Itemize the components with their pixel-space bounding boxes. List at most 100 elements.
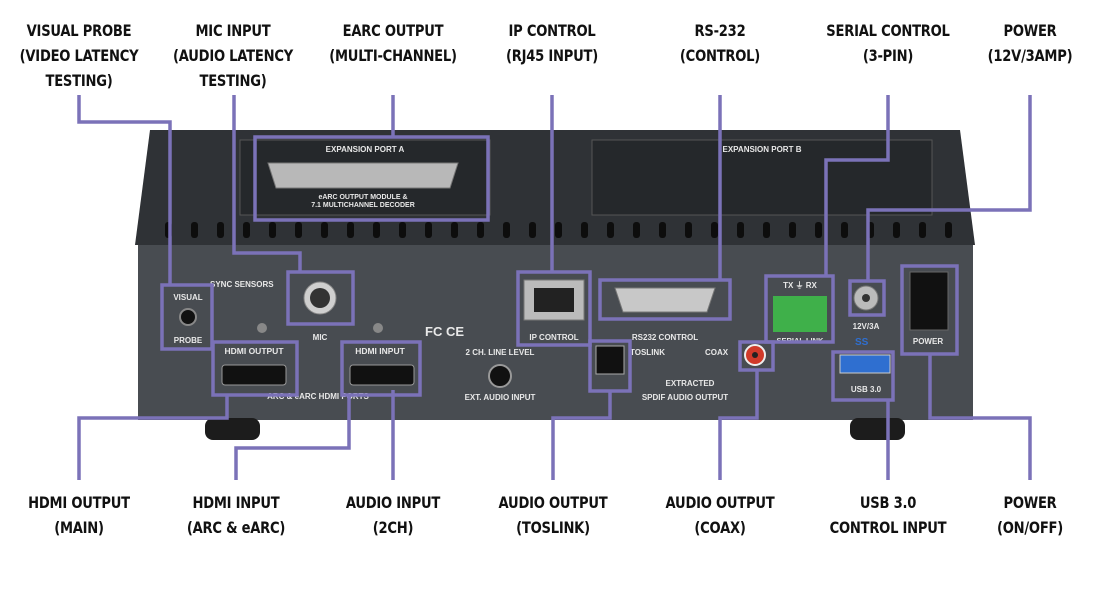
screw — [257, 323, 267, 333]
ip-control-text: IP CONTROL — [529, 333, 578, 342]
screw — [373, 323, 383, 333]
vent-slot — [607, 222, 614, 238]
visual-probe-jack — [179, 308, 197, 326]
vent-slot — [243, 222, 250, 238]
vent-slot — [347, 222, 354, 238]
foot-right — [850, 418, 905, 440]
ext-audio-text: EXT. AUDIO INPUT — [465, 393, 536, 402]
earc-module-text-1: eARC OUTPUT MODULE & — [318, 194, 407, 201]
label-line: (RJ45 INPUT) — [506, 46, 598, 65]
dc-text: 12V/3A — [853, 322, 880, 331]
label-mic-input: MIC INPUT (AUDIO LATENCY TESTING) — [172, 18, 295, 93]
label-line: TESTING) — [199, 71, 267, 90]
label-power-top: POWER (12V/3AMP) — [981, 18, 1079, 68]
label-ip-control: IP CONTROL (RJ45 INPUT) — [491, 18, 614, 68]
rs232-text: RS232 CONTROL — [632, 333, 698, 342]
hdmi-input-text: HDMI INPUT — [355, 346, 405, 356]
label-line: IP CONTROL — [508, 21, 596, 40]
vent-slot — [945, 222, 952, 238]
ext-audio-jack — [488, 364, 512, 388]
label-line: CONTROL INPUT — [829, 518, 947, 537]
toslink-text: TOSLINK — [630, 348, 665, 357]
label-line: (3-PIN) — [862, 46, 914, 65]
label-line: (ON/OFF) — [996, 518, 1064, 537]
vent-slot — [425, 222, 432, 238]
tx-rx-text: TX ⏚ RX — [783, 281, 817, 290]
dc-pin — [862, 294, 870, 302]
power-text: POWER — [913, 337, 943, 346]
label-line: RS-232 — [694, 21, 746, 40]
label-line: VISUAL PROBE — [26, 21, 132, 40]
mic-jack-inner — [310, 288, 330, 308]
vent-slot — [841, 222, 848, 238]
db25-connector — [267, 162, 459, 189]
label-audio-output-coax: AUDIO OUTPUT (COAX) — [659, 490, 782, 540]
vent-slots — [165, 222, 952, 238]
hdmi-output-text: HDMI OUTPUT — [224, 346, 284, 356]
label-line: USB 3.0 — [859, 493, 917, 512]
label-line: AUDIO OUTPUT — [498, 493, 608, 512]
toslink-port — [595, 345, 625, 375]
serial-terminal-block — [773, 296, 827, 332]
label-rs232: RS-232 (CONTROL) — [659, 18, 782, 68]
extracted-text: EXTRACTED — [666, 379, 715, 388]
expansion-b-text: EXPANSION PORT B — [723, 145, 802, 154]
label-line: (MULTI-CHANNEL) — [329, 46, 457, 65]
label-line: (ARC & eARC) — [186, 518, 286, 537]
label-line: AUDIO INPUT — [345, 493, 441, 512]
vent-slot — [399, 222, 406, 238]
label-line: HDMI INPUT — [192, 493, 280, 512]
earc-module-text-2: 7.1 MULTICHANNEL DECODER — [311, 202, 415, 209]
cert-marks: FC CE — [425, 324, 464, 339]
label-line: (2CH) — [372, 518, 414, 537]
hdmi-ports-text: ARC & eARC HDMI PORTS — [267, 392, 369, 401]
label-line: EARC OUTPUT — [342, 21, 444, 40]
vent-slot — [451, 222, 458, 238]
hdmi-output-port — [221, 364, 287, 386]
label-line: TESTING) — [45, 71, 113, 90]
label-line: (MAIN) — [54, 518, 104, 537]
label-line: POWER — [1003, 21, 1057, 40]
power-rocker-switch — [909, 271, 949, 331]
vent-slot — [893, 222, 900, 238]
coax-pin — [752, 352, 758, 358]
foot-left — [205, 418, 260, 440]
line-level-text: 2 CH. LINE LEVEL — [466, 348, 535, 357]
db9-port — [614, 287, 716, 313]
vent-slot — [581, 222, 588, 238]
label-line: (CONTROL) — [679, 46, 761, 65]
label-line: POWER — [1003, 493, 1057, 512]
label-usb: USB 3.0 CONTROL INPUT — [820, 490, 956, 540]
vent-slot — [217, 222, 224, 238]
label-line: (TOSLINK) — [516, 518, 590, 537]
vent-slot — [321, 222, 328, 238]
label-power-bottom: POWER (ON/OFF) — [981, 490, 1079, 540]
label-line: (AUDIO LATENCY — [173, 46, 293, 65]
label-line: (12V/3AMP) — [987, 46, 1073, 65]
label-visual-probe: VISUAL PROBE (VIDEO LATENCY TESTING) — [14, 18, 144, 93]
vent-slot — [529, 222, 536, 238]
vent-slot — [737, 222, 744, 238]
label-line: MIC INPUT — [195, 21, 271, 40]
label-line: SERIAL CONTROL — [826, 21, 950, 40]
spdif-text: SPDIF AUDIO OUTPUT — [642, 393, 728, 402]
vent-slot — [191, 222, 198, 238]
visual-text: VISUAL — [173, 293, 202, 302]
probe-text: PROBE — [174, 336, 203, 345]
vent-slot — [373, 222, 380, 238]
label-line: (COAX) — [694, 518, 746, 537]
hdmi-input-port — [349, 364, 415, 386]
vent-slot — [269, 222, 276, 238]
rj45-socket — [534, 288, 574, 312]
expansion-port-b-plate — [591, 139, 933, 216]
vent-slot — [295, 222, 302, 238]
ss-logo: SS — [855, 337, 869, 348]
vent-slot — [555, 222, 562, 238]
vent-slot — [919, 222, 926, 238]
expansion-a-text: EXPANSION PORT A — [326, 145, 405, 154]
label-line: HDMI OUTPUT — [28, 493, 130, 512]
label-serial-control: SERIAL CONTROL (3-PIN) — [820, 18, 956, 68]
sensors-text: SYNC SENSORS — [210, 280, 274, 289]
usb-port — [839, 354, 891, 374]
